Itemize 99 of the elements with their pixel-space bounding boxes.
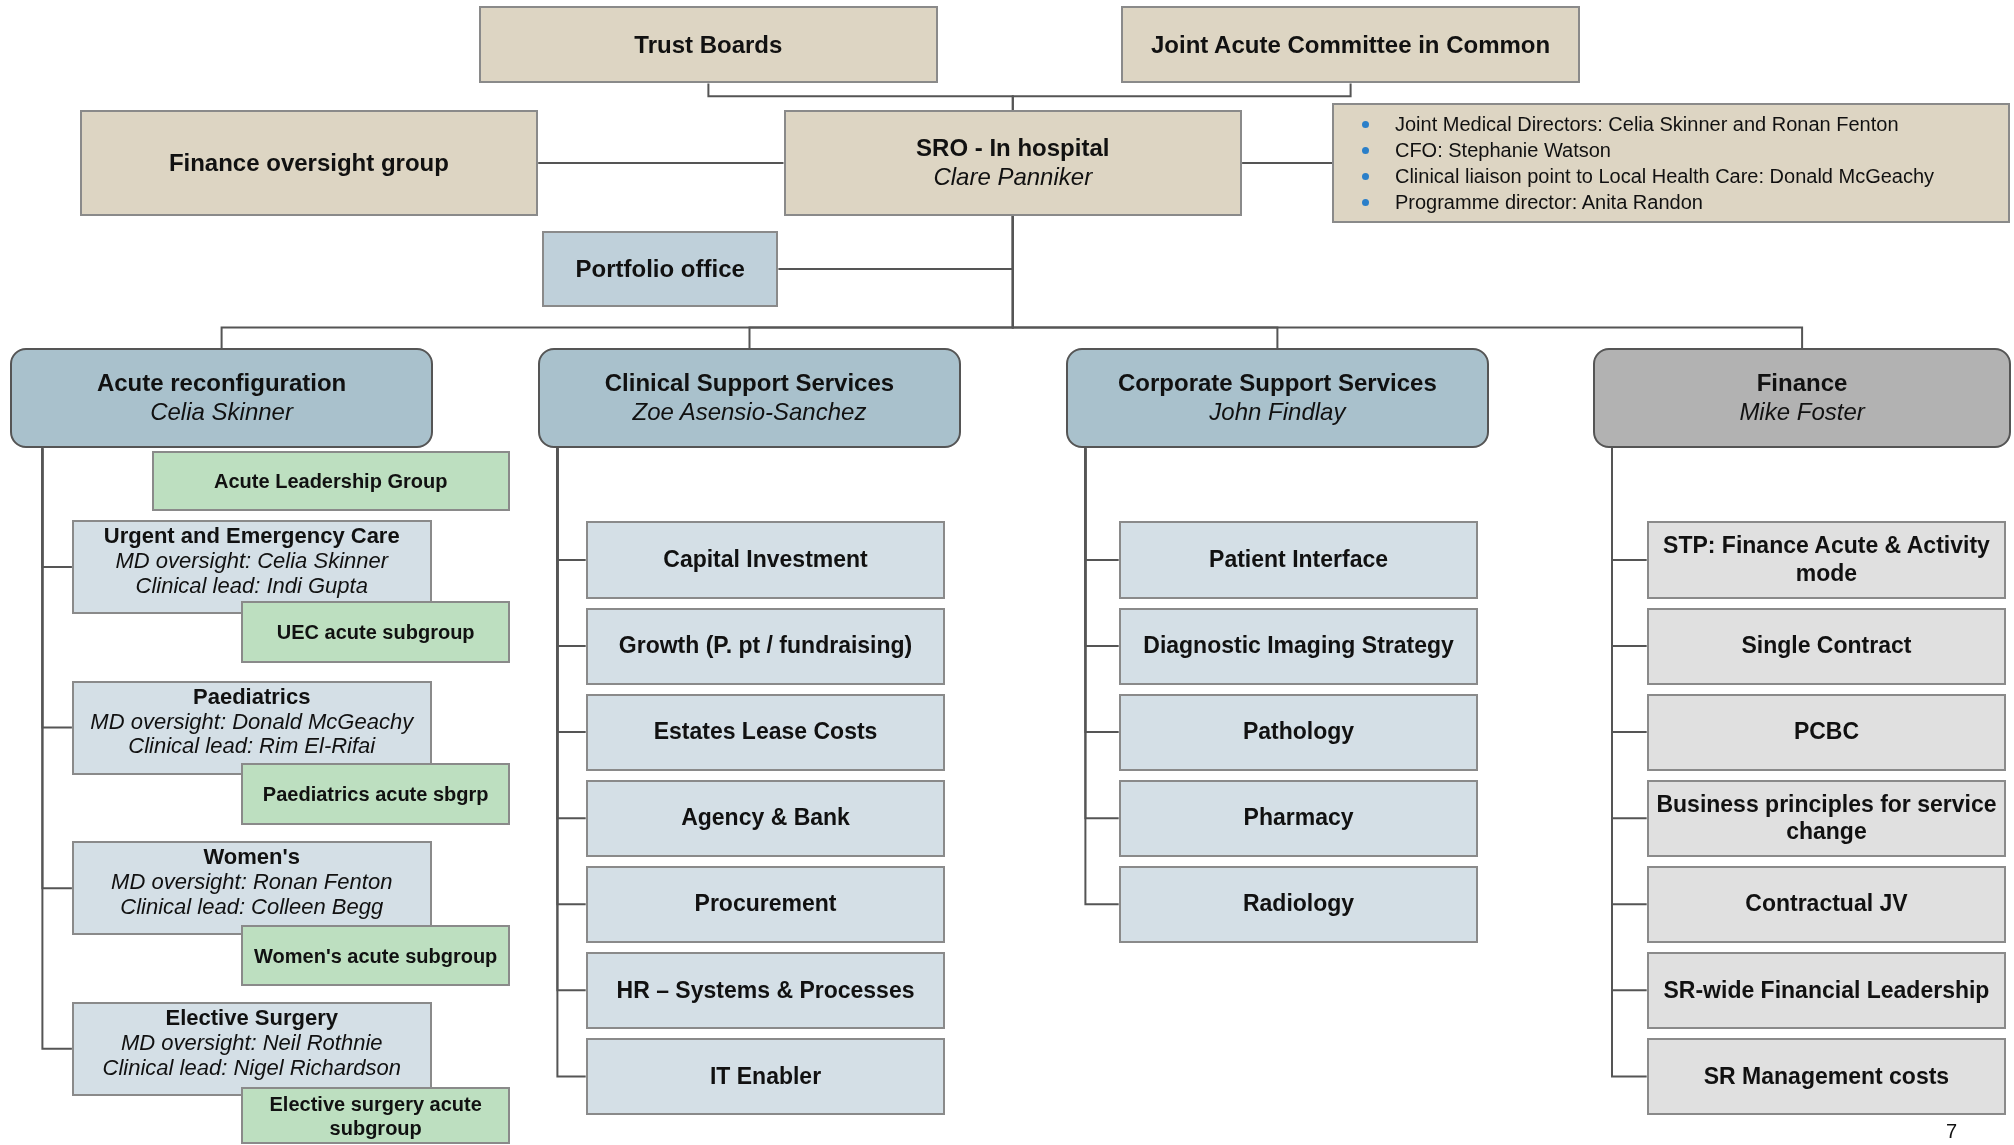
- heading-text: Patient Interface: [1209, 546, 1389, 574]
- workstream-box: [1118, 865, 1479, 943]
- workstream-box: [71, 680, 432, 775]
- heading-text: Acute reconfiguration: [96, 369, 347, 399]
- connector-line: [1011, 82, 1352, 112]
- connector-line: [537, 162, 785, 165]
- subgroup-box: [151, 450, 510, 512]
- heading-text: Estates Lease Costs: [653, 718, 878, 746]
- connector-line: [1241, 162, 1333, 165]
- subgroup-box: [241, 1086, 510, 1145]
- bullet-item: Programme director: Anita Randon: [1394, 190, 1703, 216]
- heading-text: Women's acute subgroup: [254, 943, 498, 968]
- note-box: [1331, 102, 2011, 224]
- heading-text: Urgent and Emergency Care: [103, 524, 400, 550]
- detail-text: MD oversight: Ronan Fenton: [111, 870, 393, 895]
- connector-line: [41, 447, 73, 1050]
- heading-text: Single Contract: [1741, 632, 1912, 660]
- heading-text: Paediatrics acute sbgrp: [262, 781, 489, 806]
- heading-text: HR – Systems & Processes: [616, 976, 915, 1005]
- heading-text: IT Enabler: [709, 1062, 822, 1091]
- heading-text: Women's: [203, 845, 300, 871]
- heading-text: Business principles for service change: [1655, 790, 1998, 846]
- heading-text: Finance: [1756, 369, 1848, 399]
- heading-text: Corporate Support Services: [1118, 369, 1437, 399]
- team-header-box: [1592, 348, 2012, 449]
- heading-text: Agency & Bank: [681, 804, 850, 832]
- workstream-box: [585, 951, 946, 1029]
- heading-text: Finance oversight group: [168, 148, 449, 178]
- workstream-box: [1646, 779, 2007, 857]
- org-box: [542, 231, 779, 307]
- org-box: [783, 110, 1243, 216]
- workstream-box: [1646, 951, 2007, 1029]
- detail-text: MD oversight: Celia Skinner: [115, 549, 389, 574]
- workstream-box: [1646, 607, 2007, 685]
- detail-text: Celia Skinner: [150, 398, 293, 427]
- workstream-box: [1646, 1037, 2007, 1115]
- detail-text: Clinical lead: Colleen Begg: [120, 895, 384, 920]
- workstream-box: [1118, 521, 1479, 599]
- heading-text: Clinical Support Services: [604, 369, 895, 399]
- bullet-item: Joint Medical Directors: Celia Skinner and Ronan Fenton: [1394, 112, 1899, 138]
- heading-text: Paediatrics: [193, 684, 311, 710]
- detail-text: John Findlay: [1209, 398, 1346, 427]
- detail-text: Clinical lead: Indi Gupta: [135, 573, 368, 599]
- bullet-item: Clinical liaison point to Local Health Care: Donald McGeachy: [1394, 164, 1935, 190]
- heading-text: Acute Leadership Group: [214, 469, 448, 493]
- heading-text: Radiology: [1242, 890, 1355, 919]
- heading-text: PCBC: [1793, 718, 1860, 746]
- subgroup-box: [241, 762, 510, 825]
- subgroup-box: [241, 924, 510, 987]
- heading-text: Growth (P. pt / fundraising): [618, 632, 913, 660]
- heading-text: Capital Investment: [663, 546, 868, 574]
- workstream-box: [585, 779, 946, 857]
- workstream-box: [1118, 607, 1479, 685]
- heading-text: SRO - In hospital: [916, 134, 1110, 164]
- workstream-box: [585, 521, 946, 599]
- heading-text: Procurement: [694, 890, 837, 919]
- workstream-box: [1646, 865, 2007, 943]
- org-box: [1121, 6, 1580, 84]
- connector-line: [1011, 214, 1804, 350]
- subgroup-box: [241, 601, 510, 663]
- heading-text: Pharmacy: [1243, 804, 1354, 832]
- team-header-box: [538, 348, 961, 449]
- heading-text: Portfolio office: [575, 254, 745, 284]
- heading-text: UEC acute subgroup: [276, 619, 475, 644]
- heading-text: Elective Surgery: [165, 1005, 338, 1031]
- heading-text: Diagnostic Imaging Strategy: [1143, 632, 1454, 660]
- detail-text: MD oversight: Donald McGeachy: [90, 709, 414, 735]
- detail-text: Clinical lead: Rim El-Rifai: [128, 734, 376, 760]
- connector-line: [1084, 447, 1120, 906]
- heading-text: SR-wide Financial Leadership: [1663, 976, 1990, 1005]
- workstream-box: [585, 693, 946, 771]
- workstream-box: [1646, 693, 2007, 771]
- detail-text: Zoe Asensio-Sanchez: [632, 398, 867, 427]
- workstream-box: [71, 1001, 432, 1096]
- heading-text: Pathology: [1242, 718, 1355, 746]
- workstream-box: [585, 865, 946, 943]
- detail-text: Clinical lead: Nigel Richardson: [102, 1055, 401, 1081]
- workstream-box: [585, 607, 946, 685]
- workstream-box: [1646, 521, 2007, 599]
- heading-text: Joint Acute Committee in Common: [1151, 30, 1551, 60]
- org-box: [79, 110, 539, 216]
- org-box: [479, 6, 938, 84]
- workstream-box: [1118, 693, 1479, 771]
- heading-text: SR Management costs: [1703, 1062, 1950, 1091]
- bullet-item: CFO: Stephanie Watson: [1394, 138, 1611, 164]
- workstream-box: [71, 841, 432, 936]
- workstream-box: [71, 520, 432, 614]
- workstream-box: [585, 1037, 946, 1115]
- detail-text: MD oversight: Neil Rothnie: [120, 1030, 383, 1056]
- page-number: 7: [1946, 1120, 1958, 1143]
- heading-text: Contractual JV: [1745, 890, 1908, 919]
- team-header-box: [1066, 348, 1489, 449]
- detail-text: Clare Panniker: [933, 163, 1093, 192]
- heading-text: STP: Finance Acute & Activity mode: [1662, 532, 1991, 588]
- heading-text: Trust Boards: [634, 30, 783, 60]
- detail-text: Mike Foster: [1739, 398, 1865, 427]
- heading-text: Elective surgery acute subgroup: [268, 1091, 483, 1140]
- workstream-box: [1118, 779, 1479, 857]
- team-header-box: [10, 348, 433, 449]
